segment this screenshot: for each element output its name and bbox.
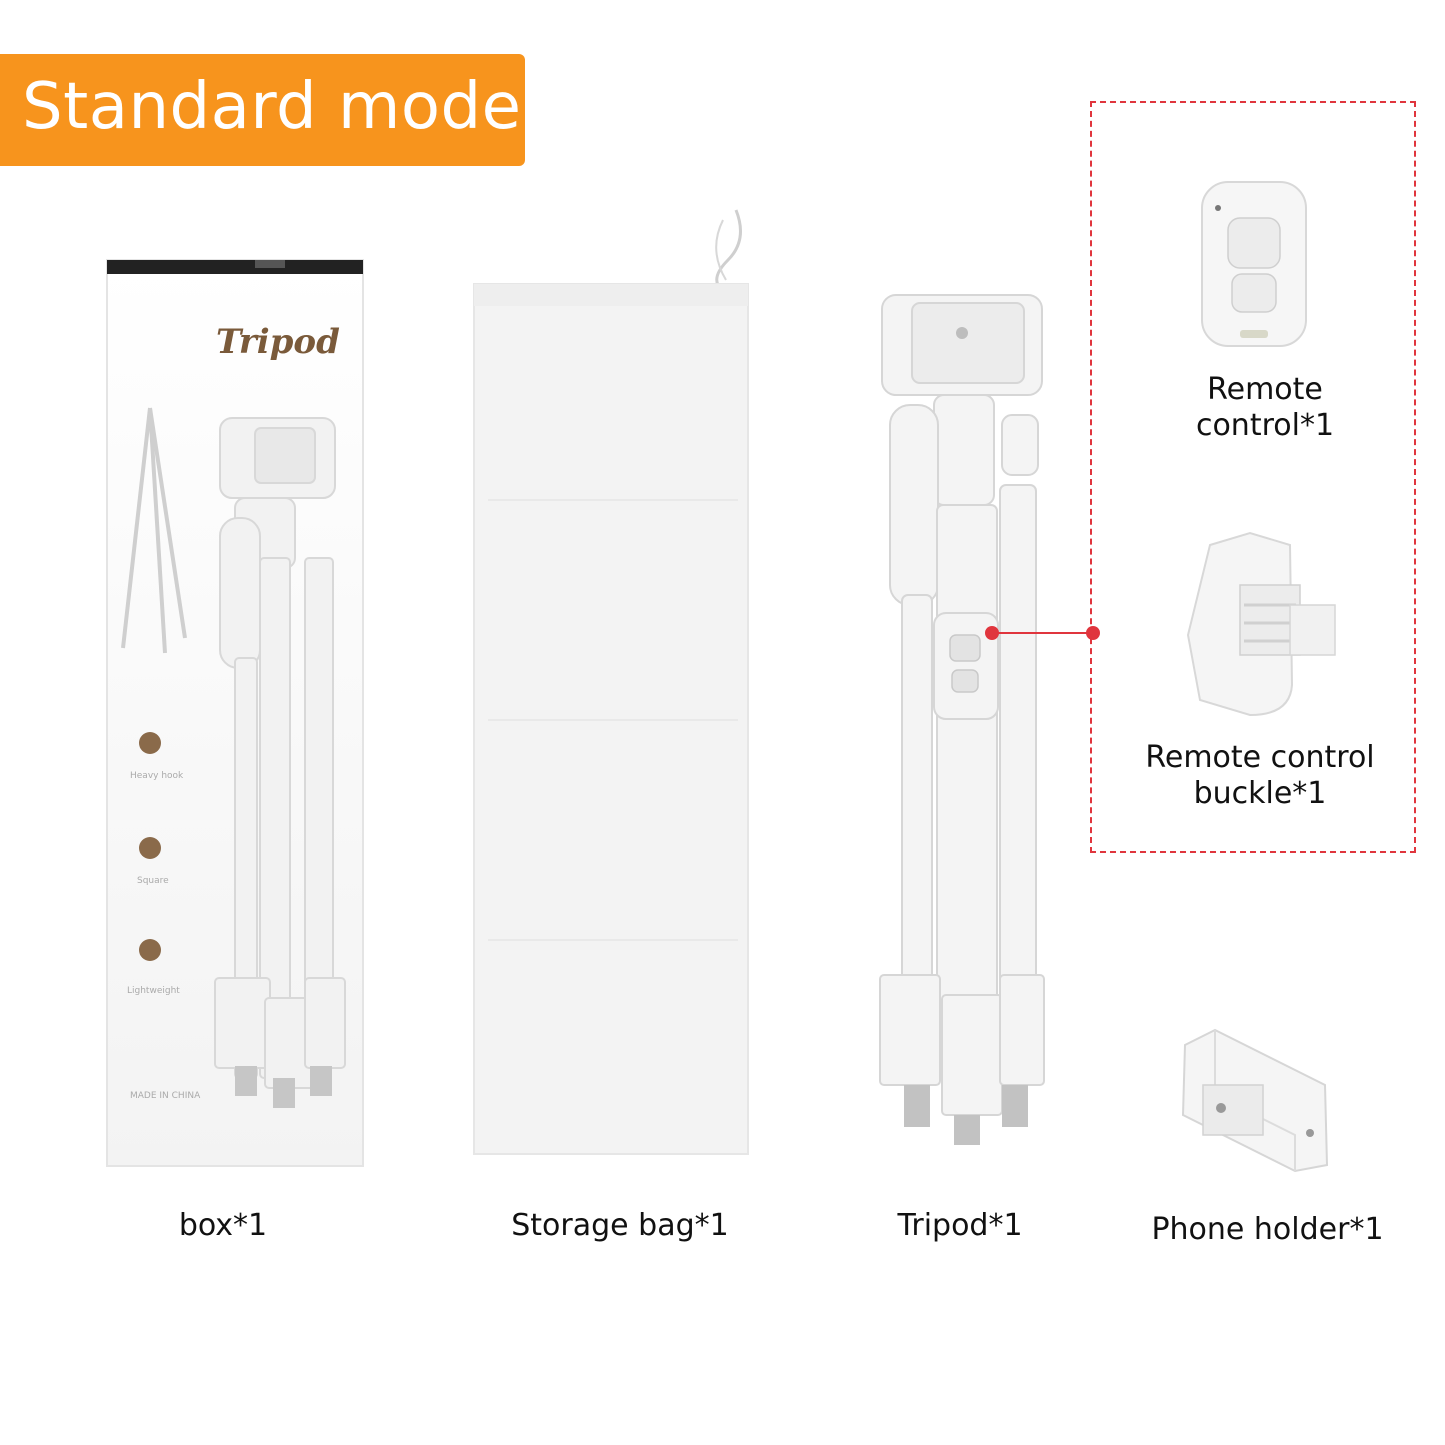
storage-bag-label: Storage bag*1 (511, 1208, 729, 1243)
tripod-label: Tripod*1 (897, 1208, 1023, 1243)
buckle-image (1186, 531, 1336, 717)
svg-text:Square: Square (137, 876, 169, 886)
model-banner: Standard model (0, 54, 539, 166)
remote-control-label: Remote control*1 (1195, 372, 1335, 443)
box-label: box*1 (178, 1208, 268, 1243)
phone-holder-image (1181, 1028, 1329, 1173)
connector-dot-left (985, 626, 999, 640)
buckle-label: Remote control buckle*1 (1145, 740, 1375, 811)
box-image: Heavy hook Square Lightweight MADE IN CH… (106, 259, 364, 1167)
tripod-image (879, 294, 1045, 1145)
phone-holder-label: Phone holder*1 (1151, 1212, 1384, 1247)
connector-line (993, 632, 1093, 634)
box-brand-text: Tripod (216, 322, 340, 362)
connector-dot-right (1086, 626, 1100, 640)
svg-text:Heavy hook: Heavy hook (130, 771, 184, 781)
svg-text:MADE IN CHINA: MADE IN CHINA (130, 1091, 201, 1101)
storage-bag-image (473, 209, 749, 1155)
banner-title: Standard model (22, 70, 540, 144)
accessories-box (1090, 101, 1416, 853)
remote-control-image (1201, 181, 1307, 347)
svg-text:Lightweight: Lightweight (127, 986, 180, 996)
